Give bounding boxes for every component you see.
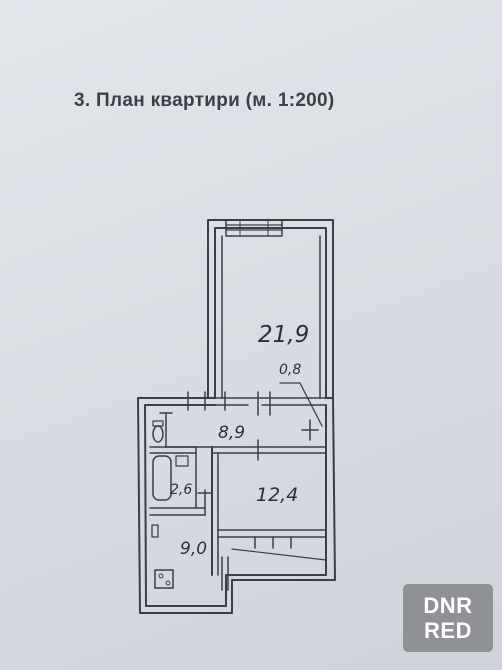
room1-area-label: 21,9	[258, 322, 309, 348]
outer-wall-lower	[137, 397, 336, 614]
watermark-logo: DNR RED	[403, 584, 493, 652]
bathtub-fixture	[152, 455, 172, 501]
bath-area-label: 2,6	[170, 482, 192, 498]
kitchen-sink-fixture	[151, 524, 159, 538]
watermark-line2: RED	[424, 618, 472, 643]
room1-outline	[221, 235, 321, 399]
balcony-area-label: 0,8	[279, 362, 301, 378]
window-hatch-top	[225, 219, 283, 237]
hall-bottom-wall	[164, 446, 327, 454]
bath-wall	[149, 446, 206, 516]
watermark-line1: DNR	[423, 593, 473, 618]
balcony-leader	[279, 382, 323, 427]
kitchen-area-label: 9,0	[180, 539, 207, 559]
inner-wall-lower	[144, 404, 327, 607]
hall-area-label: 8,9	[218, 423, 245, 443]
room2-area-label: 12,4	[256, 484, 298, 506]
outer-wall-upper	[207, 219, 334, 399]
stove-fixture	[154, 569, 174, 589]
kitchen-bottom-wall	[217, 529, 327, 538]
toilet-fixture	[152, 425, 164, 443]
page-title: 3. План квартири (м. 1:200)	[74, 90, 335, 111]
